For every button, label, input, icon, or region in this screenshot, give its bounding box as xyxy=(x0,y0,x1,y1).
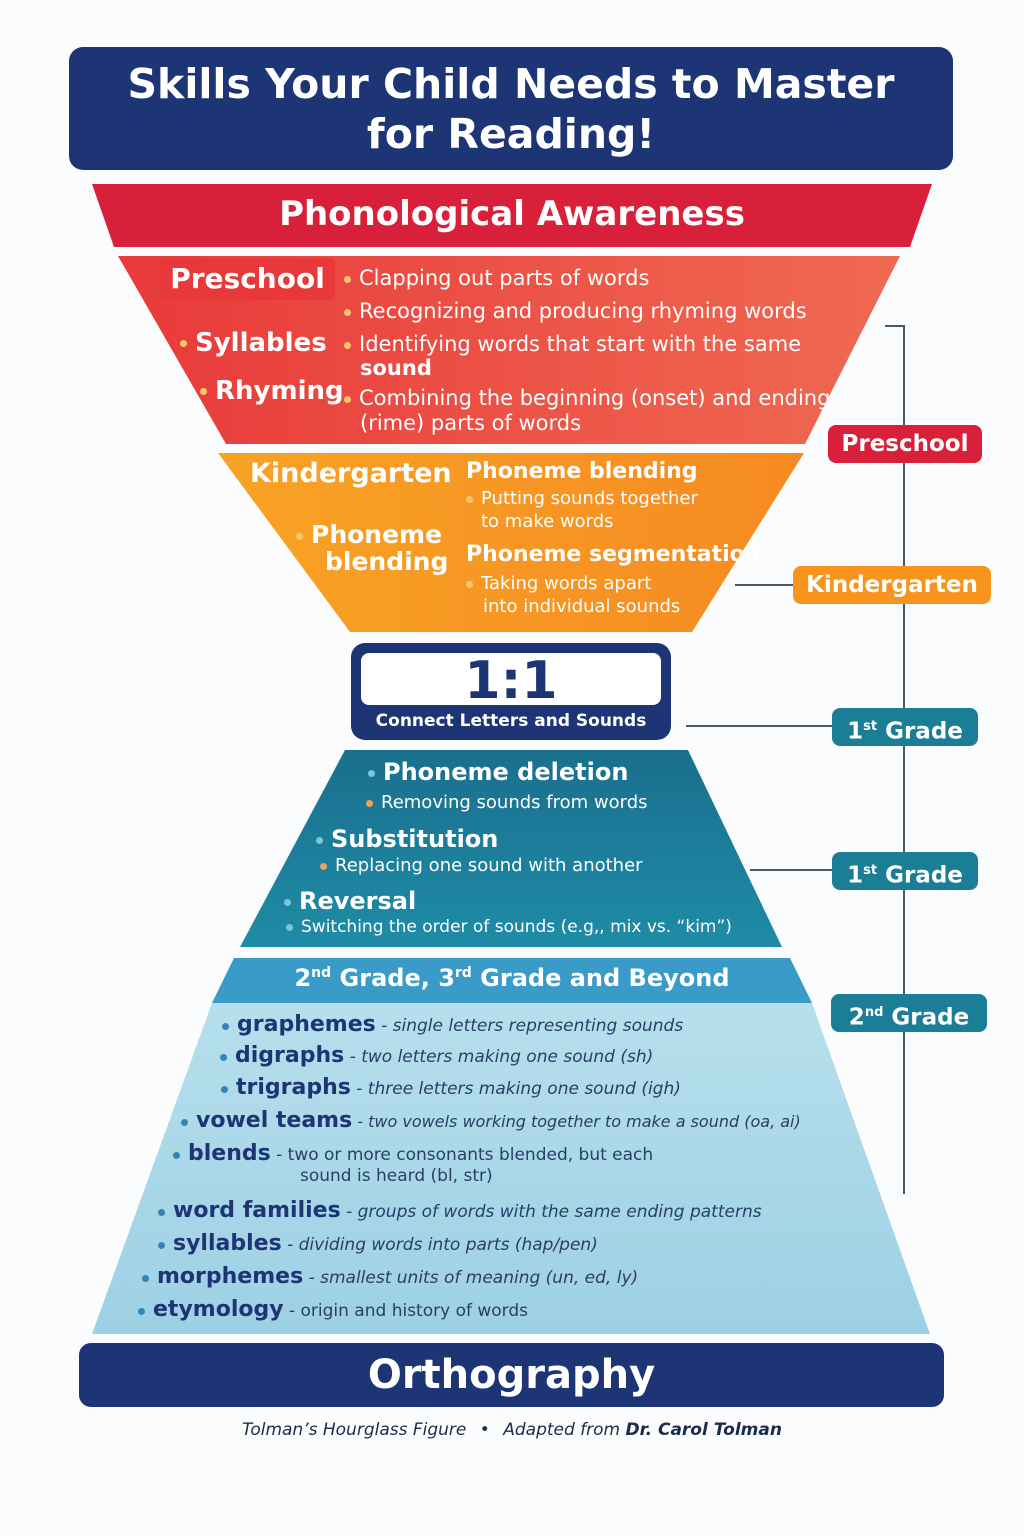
bullet-icon xyxy=(284,898,291,906)
connector-line xyxy=(903,462,905,566)
first-grade-item-3-title: Reversal xyxy=(284,887,416,915)
one-to-one-box: 1:1 Connect Letters and Sounds xyxy=(351,643,671,740)
connector-line xyxy=(903,604,905,708)
bullet-icon xyxy=(222,1022,229,1030)
preschool-band xyxy=(118,256,900,444)
skill-row-blends: blends - two or more consonants blended,… xyxy=(173,1141,653,1166)
connector-line xyxy=(750,869,832,871)
one-to-one-big: 1:1 xyxy=(361,653,661,709)
first-grade-item-1-desc: Removing sounds from words xyxy=(366,792,648,813)
bullet-icon xyxy=(466,495,473,503)
first-grade-item-2-title: Substitution xyxy=(316,825,498,853)
skill-row-digraphs: digraphs - two letters making one sound … xyxy=(220,1043,653,1068)
title-banner: Skills Your Child Needs to Master for Re… xyxy=(69,47,953,170)
bullet-icon xyxy=(344,341,351,349)
bullet-icon xyxy=(296,532,303,540)
first-grade-band xyxy=(240,750,782,947)
skill-row-blends-cont: sound is heard (bl, str) xyxy=(300,1166,493,1186)
bullet-icon xyxy=(344,275,351,283)
skill-row-etymology: etymology - origin and history of words xyxy=(138,1297,528,1322)
bullet-icon xyxy=(286,923,293,931)
kindergarten-band xyxy=(218,453,804,632)
bullet-icon xyxy=(200,388,207,395)
connector-line xyxy=(735,584,793,586)
bullet-icon xyxy=(344,308,351,316)
preschool-bullet-4: Combining the beginning (onset) and endi… xyxy=(344,386,830,410)
skill-row-word-families: word families - groups of words with the… xyxy=(158,1198,762,1223)
first-grade-item-2-desc: Replacing one sound with another xyxy=(320,855,643,876)
phoneme-blending-desc-1: Putting sounds together xyxy=(466,488,698,509)
kindergarten-left-item-line1: Phoneme xyxy=(296,520,442,549)
preschool-label: Preschool xyxy=(160,258,335,300)
preschool-bullet-1: Clapping out parts of words xyxy=(344,266,649,290)
preschool-left-item-rhyming: Rhyming xyxy=(200,376,344,406)
phoneme-blending-desc-2: to make words xyxy=(481,511,614,532)
connector-line xyxy=(903,890,905,996)
side-label-kindergarten: Kindergarten xyxy=(793,566,991,604)
preschool-bullet-2: Recognizing and producing rhyming words xyxy=(344,299,807,323)
phoneme-segmentation-desc-2: into individual sounds xyxy=(483,596,681,617)
bullet-icon xyxy=(158,1241,165,1249)
phoneme-segmentation-title: Phoneme segmentation xyxy=(466,542,761,567)
one-to-one-sub: Connect Letters and Sounds xyxy=(375,711,647,731)
bullet-icon xyxy=(181,1119,188,1126)
connector-line xyxy=(903,325,905,425)
skill-row-graphemes: graphemes - single letters representing … xyxy=(222,1012,683,1037)
connector-line xyxy=(885,325,905,327)
side-label-preschool: Preschool xyxy=(828,425,982,463)
bullet-icon xyxy=(138,1307,145,1315)
bullet-icon xyxy=(368,769,375,777)
bullet-icon xyxy=(173,1151,180,1159)
connector-line xyxy=(686,725,832,727)
side-label-second-grade: 2nd Grade xyxy=(831,994,987,1032)
bullet-icon xyxy=(316,836,323,844)
kindergarten-left-item-line2: blending xyxy=(325,547,449,576)
bullet-icon xyxy=(220,1053,227,1061)
preschool-bullet-3: Identifying words that start with the sa… xyxy=(344,332,801,356)
side-label-first-grade-b: 1st Grade xyxy=(832,852,978,890)
kindergarten-label: Kindergarten xyxy=(250,458,452,489)
connector-line xyxy=(903,1032,905,1194)
caption: Tolman’s Hourglass Figure • Adapted from… xyxy=(242,1420,782,1440)
bullet-icon xyxy=(142,1274,149,1282)
skill-row-syllables: syllables - dividing words into parts (h… xyxy=(158,1231,598,1256)
title-line-1: Skills Your Child Needs to Master xyxy=(127,60,895,108)
skill-row-trigraphs: trigraphs - three letters making one sou… xyxy=(221,1075,681,1100)
phoneme-blending-title: Phoneme blending xyxy=(466,459,698,484)
second-grade-band xyxy=(92,1003,930,1334)
side-label-first-grade-a: 1st Grade xyxy=(832,708,978,746)
phonological-header: Phonological Awareness xyxy=(279,194,745,234)
bullet-icon xyxy=(320,862,327,870)
skill-row-vowel-teams: vowel teams - two vowels working togethe… xyxy=(181,1108,801,1133)
skill-row-morphemes: morphemes - smallest units of meaning (u… xyxy=(142,1264,638,1289)
preschool-bullet-3-cont: sound xyxy=(360,356,432,380)
connector-line xyxy=(903,746,905,852)
bullet-icon xyxy=(180,340,187,347)
second-grade-header-band xyxy=(212,958,812,1003)
phonological-header-band xyxy=(92,184,932,247)
orthography-banner: Orthography xyxy=(79,1343,944,1407)
second-grade-header: 2nd Grade, 3rd Grade and Beyond xyxy=(294,964,730,992)
bullet-icon xyxy=(366,799,373,807)
bullet-icon xyxy=(158,1208,165,1216)
first-grade-item-3-desc: Switching the order of sounds (e.g,, mix… xyxy=(286,917,732,937)
phoneme-segmentation-desc-1: Taking words apart xyxy=(466,573,651,594)
preschool-left-item-syllables: Syllables xyxy=(180,328,327,358)
first-grade-item-1-title: Phoneme deletion xyxy=(368,758,628,786)
bullet-icon xyxy=(221,1085,228,1093)
bullet-icon xyxy=(466,580,473,588)
bullet-icon xyxy=(344,395,351,403)
title-line-2: for Reading! xyxy=(366,110,656,158)
preschool-bullet-4-cont: (rime) parts of words xyxy=(360,411,582,435)
